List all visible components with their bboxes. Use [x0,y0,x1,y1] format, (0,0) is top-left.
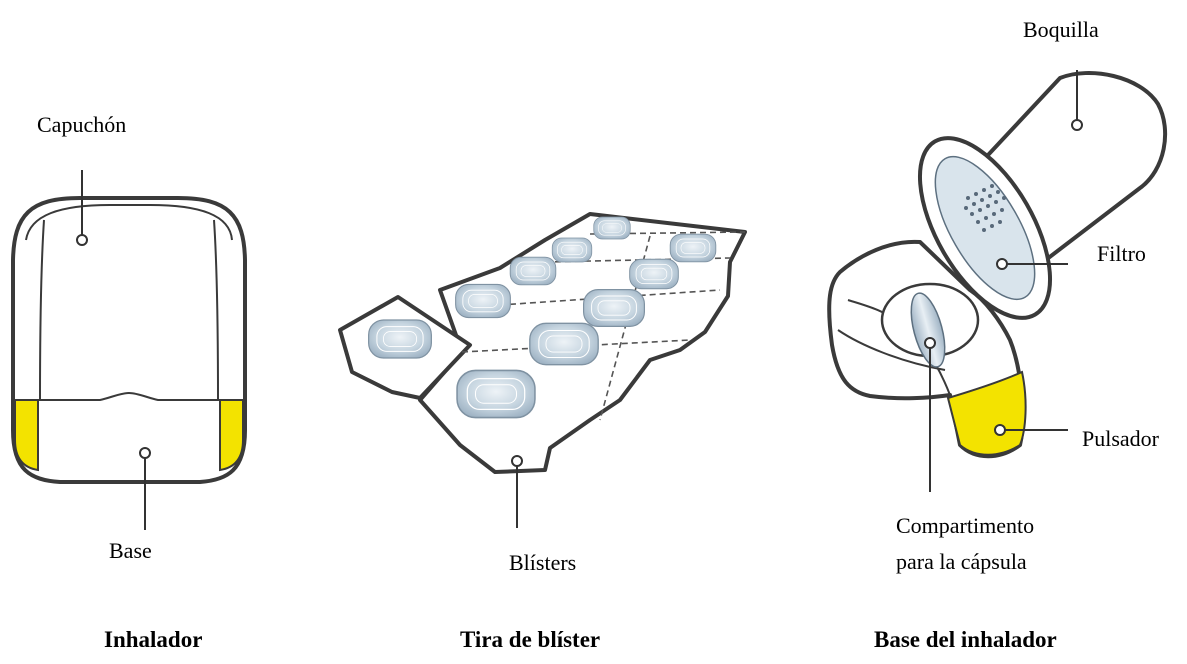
boquilla-label: Boquilla [1023,17,1099,42]
filtro-marker [996,258,1008,270]
pulsador-label: Pulsador [1082,426,1159,451]
title-tira-blister: Tira de blíster [460,627,601,652]
compartimento-label-line2: para la cápsula [896,549,1027,574]
title-base-inhalador: Base del inhalador [874,627,1057,652]
compartimento-label-line1: Compartimento [896,513,1035,538]
blisters-marker [511,455,523,467]
filtro-label: Filtro [1097,241,1146,266]
compartimento-marker [924,337,936,349]
capuchon-label: Capuchón [37,112,127,137]
inhaler-drawing [11,196,247,484]
blister-strip-drawing [338,212,747,474]
pulsador-marker [994,424,1006,436]
blisters-label: Blísters [509,550,577,575]
boquilla-marker [1071,119,1083,131]
base-label: Base [109,538,152,563]
capuchon-marker [76,234,88,246]
title-inhalador: Inhalador [104,627,203,652]
base-marker [139,447,151,459]
